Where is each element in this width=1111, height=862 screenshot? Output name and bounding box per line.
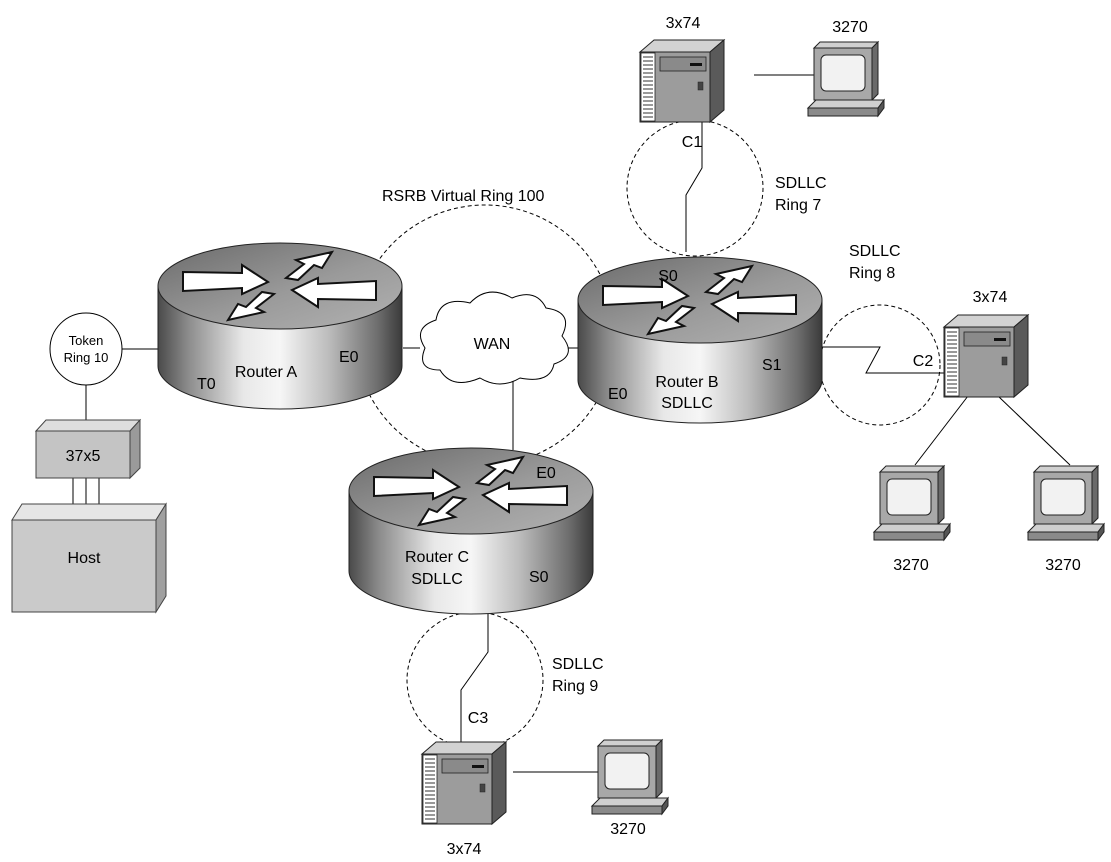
- router-a[interactable]: [157, 242, 403, 410]
- ctrl-top-label: 3x74: [666, 15, 701, 32]
- terminal-3270-right-1[interactable]: [873, 465, 951, 541]
- router-b-name: Router B: [655, 374, 718, 391]
- serial-link-c2: [822, 346, 945, 374]
- link-ctrl-right-term1: [914, 395, 969, 466]
- router-c-e0: E0: [536, 465, 556, 482]
- wan-label: WAN: [474, 336, 511, 353]
- ring8-label-line2: Ring 8: [849, 265, 895, 282]
- router-c-sub: SDLLC: [411, 571, 463, 588]
- term-top-label: 3270: [832, 19, 868, 36]
- token-ring-label-line2: Ring 10: [64, 350, 109, 365]
- router-c-name: Router C: [405, 549, 469, 566]
- host-label: Host: [68, 550, 101, 567]
- router-c-s0: S0: [529, 569, 549, 586]
- terminal-3270-bottom[interactable]: [591, 739, 669, 815]
- circuit-c3-label: C3: [468, 710, 489, 727]
- ring7-label-line2: Ring 7: [775, 197, 821, 214]
- ctrl-bottom-label: 3x74: [447, 841, 482, 858]
- terminal-3270-top[interactable]: [807, 41, 885, 117]
- fep-37x5[interactable]: [34, 418, 142, 480]
- controller-3x74-bottom[interactable]: [421, 741, 507, 825]
- term-right1-label: 3270: [893, 557, 929, 574]
- router-b-s0: S0: [658, 268, 678, 285]
- router-b-e0: E0: [608, 386, 628, 403]
- circuit-c2-label: C2: [913, 353, 934, 370]
- ring9-label-line2: Ring 9: [552, 678, 598, 695]
- terminal-3270-right-2[interactable]: [1027, 465, 1105, 541]
- serial-link-c3: [460, 612, 489, 745]
- rsrb-ring-label: RSRB Virtual Ring 100: [382, 188, 545, 205]
- router-b-s1: S1: [762, 357, 782, 374]
- host-mainframe[interactable]: [11, 502, 167, 614]
- router-a-t0: T0: [197, 376, 216, 393]
- router-b-sub: SDLLC: [661, 395, 713, 412]
- router-a-name: Router A: [235, 364, 298, 381]
- controller-3x74-top[interactable]: [639, 39, 725, 123]
- sdllc-ring-9: [406, 611, 544, 749]
- term-bottom-label: 3270: [610, 821, 646, 838]
- serial-link-c1: [685, 80, 703, 252]
- router-a-e0: E0: [339, 349, 359, 366]
- token-ring-label-line1: Token: [69, 333, 104, 348]
- wan-cloud: [419, 291, 569, 385]
- fep-label: 37x5: [66, 448, 101, 465]
- circuit-c1-label: C1: [682, 134, 703, 151]
- link-ctrl-right-term2: [997, 395, 1071, 466]
- ring8-label-line1: SDLLC: [849, 243, 901, 260]
- sdllc-ring-8: [819, 304, 941, 426]
- token-ring[interactable]: [49, 312, 123, 386]
- ring7-label-line1: SDLLC: [775, 175, 827, 192]
- controller-3x74-right[interactable]: [943, 314, 1029, 398]
- router-c[interactable]: [348, 447, 594, 615]
- term-right2-label: 3270: [1045, 557, 1081, 574]
- ctrl-right-label: 3x74: [973, 289, 1008, 306]
- sdllc-ring-7: [626, 119, 764, 257]
- ring9-label-line1: SDLLC: [552, 656, 604, 673]
